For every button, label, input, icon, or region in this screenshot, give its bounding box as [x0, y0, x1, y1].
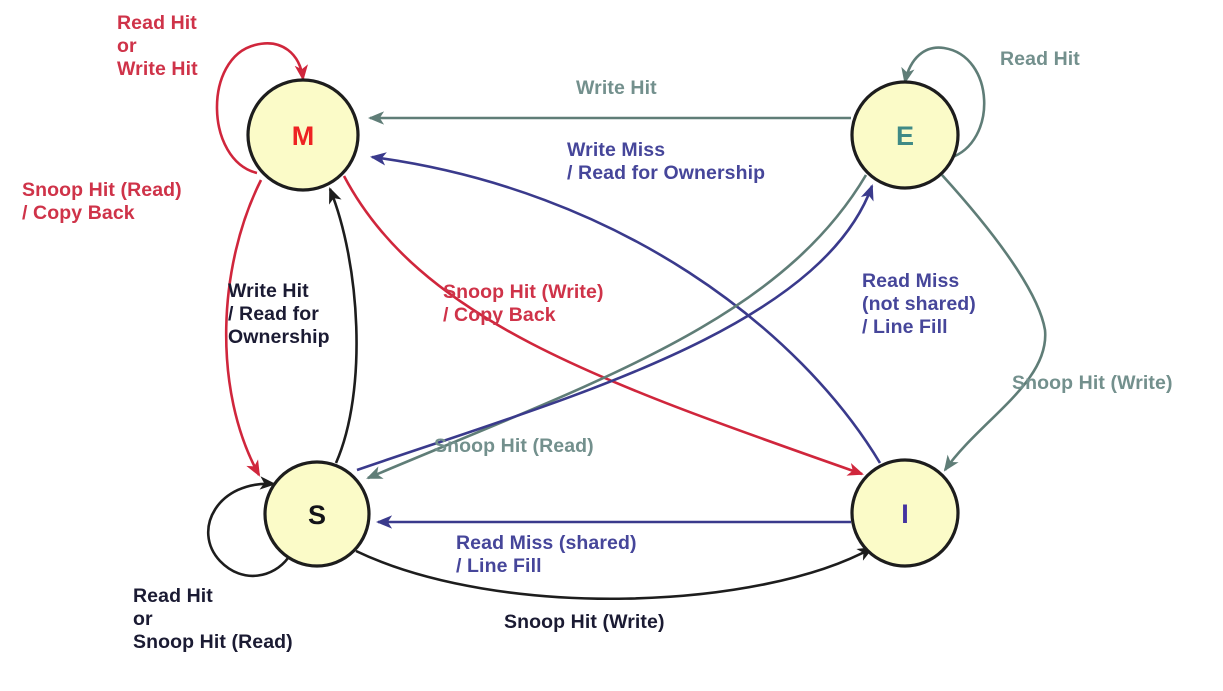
node-E-label: E: [896, 121, 914, 151]
node-I-circle[interactable]: [850, 458, 960, 568]
edge-e-to-s[interactable]: [366, 174, 868, 480]
node-I-label: I: [901, 499, 909, 529]
edge-label-snoop-write-copyback: Snoop Hit (Write) / Copy Back: [443, 281, 604, 326]
edge-label-snoop-read-copyback: Snoop Hit (Read) / Copy Back: [22, 179, 182, 224]
node-M-label: M: [292, 121, 315, 151]
edge-label-write-hit-rfo: Write Hit / Read for Ownership: [228, 280, 330, 348]
edge-label-snoop-hit-write-right: Snoop Hit (Write): [1012, 372, 1173, 394]
edge-m-to-i[interactable]: [342, 175, 864, 476]
node-S[interactable]: S: [263, 460, 371, 568]
node-M[interactable]: M: [246, 78, 360, 192]
node-S-label: S: [308, 500, 326, 530]
edge-label-e-self-loop: Read Hit: [1000, 48, 1080, 70]
node-E[interactable]: E: [850, 80, 960, 190]
edge-label-m-self-loop: Read Hit or Write Hit: [117, 12, 198, 80]
edge-s-to-i[interactable]: [355, 546, 874, 600]
edge-i-to-m[interactable]: [370, 152, 882, 464]
node-E-circle[interactable]: [850, 80, 960, 190]
edge-label-write-hit: Write Hit: [576, 77, 657, 99]
edge-label-s-self-loop: Read Hit or Snoop Hit (Read): [133, 585, 293, 653]
edge-s-self-loop[interactable]: [207, 476, 290, 578]
edge-e-self-loop[interactable]: [901, 46, 986, 160]
node-S-circle[interactable]: [263, 460, 371, 568]
node-M-circle[interactable]: [246, 78, 360, 192]
edge-m-to-s[interactable]: [224, 179, 263, 477]
edge-label-read-miss-not-shared: Read Miss (not shared) / Line Fill: [862, 270, 976, 338]
node-I[interactable]: I: [850, 458, 960, 568]
edge-m-self-loop[interactable]: [215, 42, 308, 175]
edge-s-to-m[interactable]: [328, 187, 358, 464]
edge-e-to-i[interactable]: [941, 174, 1047, 472]
edge-label-snoop-hit-read: Snoop Hit (Read): [434, 435, 594, 457]
edge-label-snoop-hit-write-bottom: Snoop Hit (Write): [504, 611, 665, 633]
edge-label-read-miss-shared: Read Miss (shared) / Line Fill: [456, 532, 637, 577]
edge-s-to-e[interactable]: [356, 184, 874, 472]
edge-label-write-miss-rfo: Write Miss / Read for Ownership: [567, 139, 766, 184]
